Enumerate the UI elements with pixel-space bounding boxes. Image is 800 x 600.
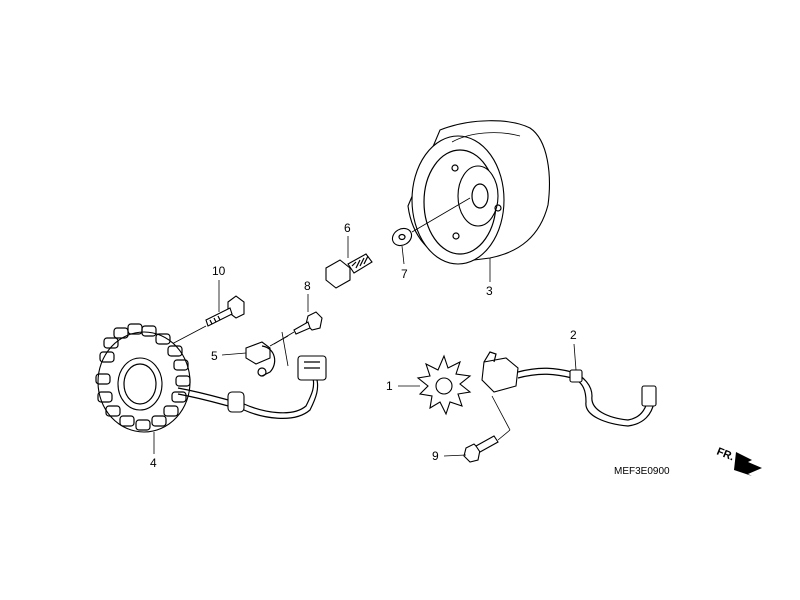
callout-1: 1	[386, 379, 393, 393]
wire-clamp	[245, 341, 276, 377]
washer	[391, 227, 413, 247]
callout-10: 10	[212, 264, 226, 278]
front-direction-arrow	[734, 452, 762, 476]
stator-bolt	[205, 295, 245, 327]
clamp-bolt	[293, 311, 323, 335]
leader-9	[443, 454, 467, 457]
callout-2: 2	[570, 328, 577, 342]
direction-label: FR.	[715, 446, 736, 464]
stator-coil	[95, 323, 327, 433]
callout-8: 8	[304, 279, 311, 293]
callout-3: 3	[486, 284, 493, 298]
callout-7: 7	[401, 267, 408, 281]
leader-7	[401, 245, 405, 265]
callout-4: 4	[150, 456, 157, 470]
pulser-bolt	[463, 435, 499, 463]
callout-9: 9	[432, 449, 439, 463]
pulser-generator	[481, 351, 657, 427]
flywheel-rotor	[407, 120, 550, 265]
leader-2	[573, 343, 577, 371]
pulser-gear	[416, 354, 472, 416]
flange-bolt	[325, 253, 373, 289]
callout-5: 5	[211, 349, 218, 363]
callout-6: 6	[344, 221, 351, 235]
diagram-code: MEF3E0900	[614, 466, 670, 477]
leader-5	[221, 352, 247, 356]
